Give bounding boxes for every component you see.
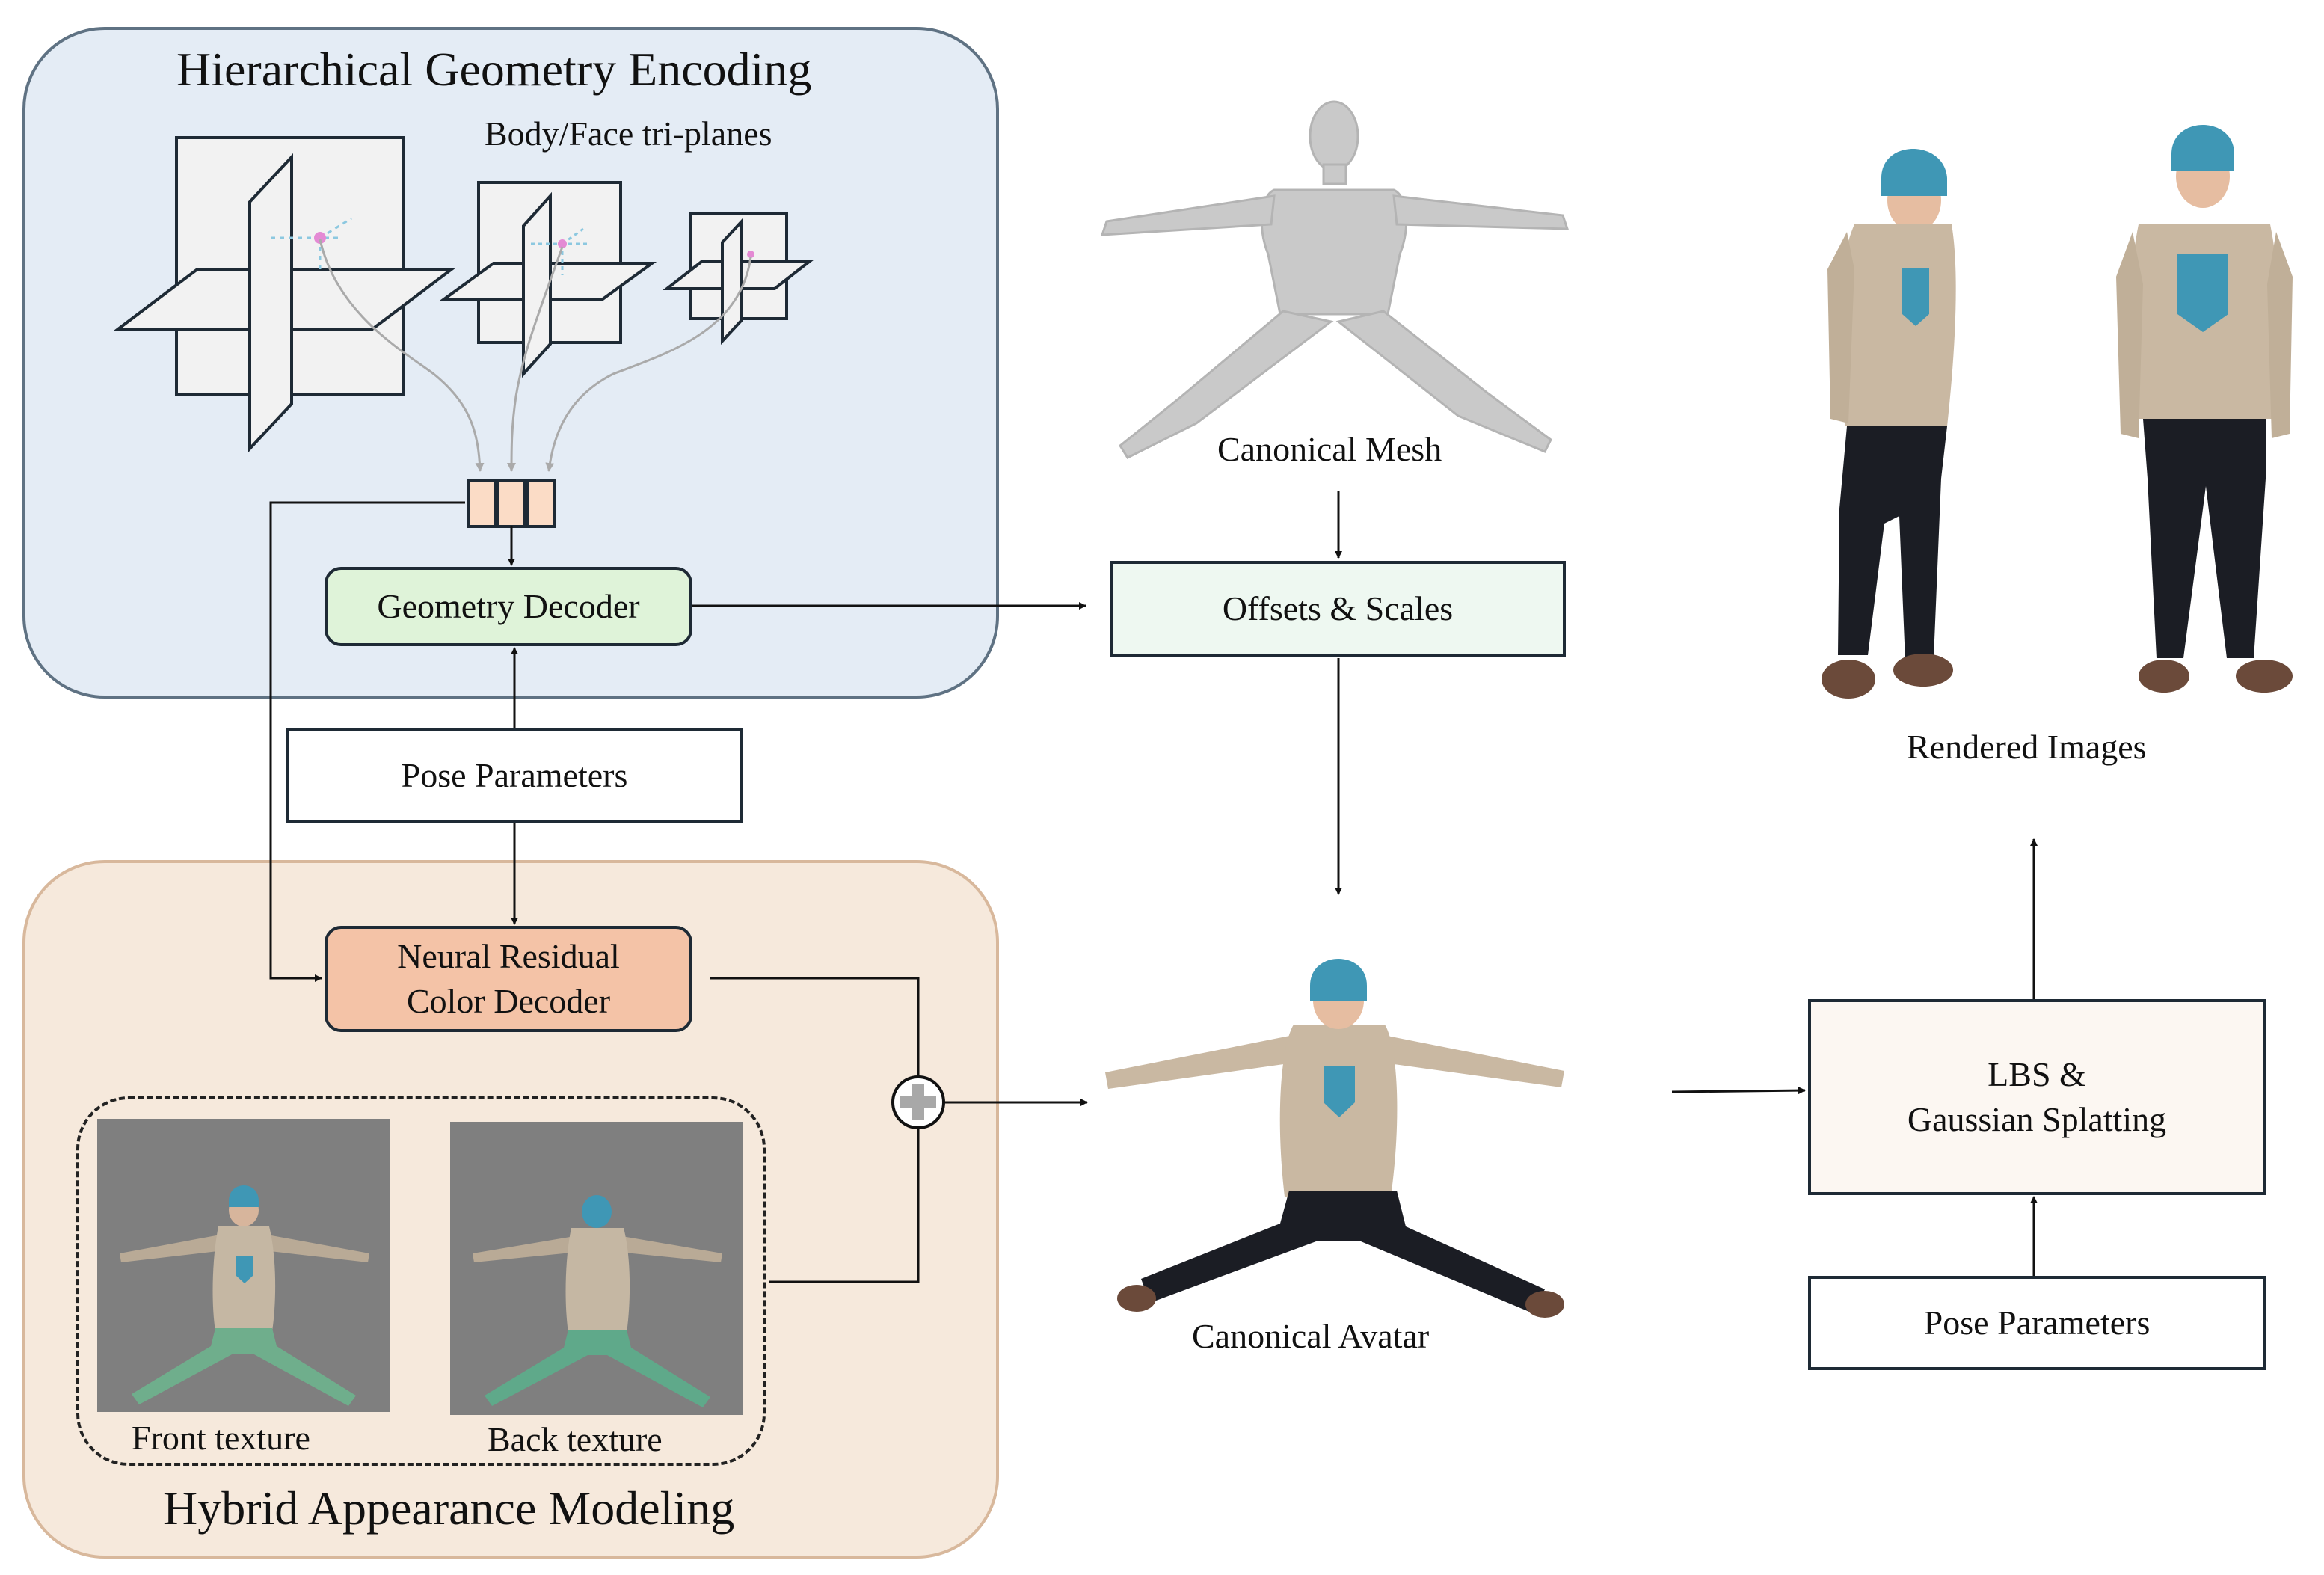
rendered-images-label: Rendered Images <box>1907 728 2147 766</box>
feature-vector <box>467 479 556 528</box>
offsets-scales-label: Offsets & Scales <box>1222 589 1454 628</box>
lbs-line2: Gaussian Splatting <box>1907 1100 2167 1138</box>
appearance-section-title: Hybrid Appearance Modeling <box>163 1482 735 1535</box>
pose-parameters-box-left: Pose Parameters <box>286 728 743 823</box>
triplane-medium <box>439 181 657 378</box>
feature-sampling-curves <box>319 239 752 472</box>
lbs-line1: LBS & <box>1988 1055 2086 1094</box>
back-texture-label: Back texture <box>488 1420 663 1458</box>
triplanes-label: Body/Face tri-planes <box>485 114 772 153</box>
color-decoder-line2: Color Decoder <box>406 982 611 1020</box>
canonical-avatar-figure <box>1105 959 1564 1318</box>
flow-arrows <box>269 491 2038 1283</box>
triplane-medium-point <box>558 239 567 248</box>
canonical-mesh-figure <box>1100 100 1570 459</box>
offsets-scales-box: Offsets & Scales <box>1110 561 1566 657</box>
geometry-decoder-label: Geometry Decoder <box>377 587 640 626</box>
geometry-section-title: Hierarchical Geometry Encoding <box>176 43 812 96</box>
rendered-person-left <box>1822 149 1956 699</box>
canonical-mesh-label: Canonical Mesh <box>1217 430 1442 468</box>
lbs-splatting-box: LBS & Gaussian Splatting <box>1808 999 2266 1195</box>
texture-group-dashed <box>76 1096 766 1466</box>
color-decoder-box: Neural Residual Color Decoder <box>325 926 692 1032</box>
add-node <box>891 1075 945 1129</box>
triplane-large <box>114 136 456 453</box>
rendered-person-right <box>2116 125 2293 693</box>
front-texture-label: Front texture <box>132 1419 310 1457</box>
pose-parameters-box-right: Pose Parameters <box>1808 1276 2266 1370</box>
pose-parameters-right-label: Pose Parameters <box>1923 1304 2151 1342</box>
triplane-small <box>663 212 814 346</box>
triplane-large-sample <box>271 217 352 274</box>
canonical-avatar-label: Canonical Avatar <box>1192 1317 1430 1355</box>
triplane-large-point <box>314 232 326 244</box>
geometry-decoder-box: Geometry Decoder <box>325 567 692 646</box>
color-decoder-line1: Neural Residual <box>397 937 620 976</box>
front-texture-figure <box>97 1119 390 1412</box>
triplane-small-point <box>747 251 754 258</box>
pose-parameters-left-label: Pose Parameters <box>401 756 628 795</box>
back-texture-figure <box>450 1122 743 1415</box>
